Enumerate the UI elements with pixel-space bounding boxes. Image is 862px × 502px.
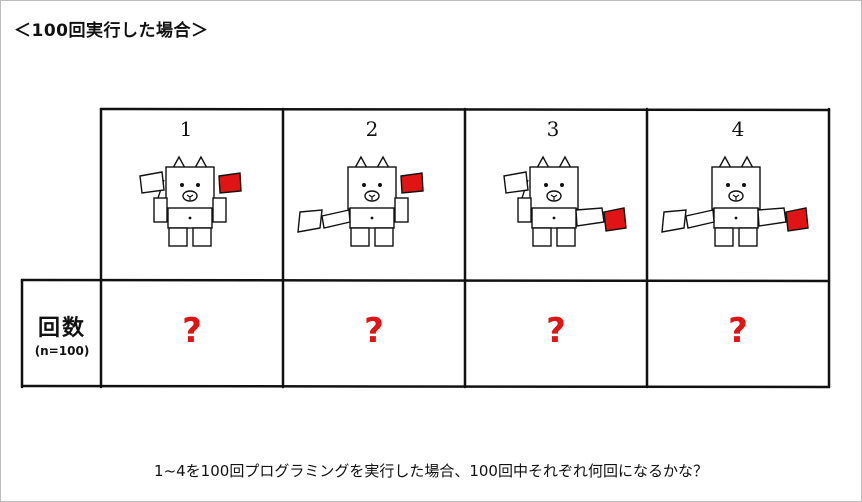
body-dot	[553, 217, 556, 220]
flag-white	[140, 172, 164, 193]
leg-left	[715, 228, 733, 246]
flag-red	[786, 208, 808, 231]
robot-figure-4	[662, 157, 808, 246]
flag-white	[662, 210, 686, 232]
eye-left	[544, 183, 548, 187]
body-dot	[735, 217, 738, 220]
eye-left	[362, 183, 366, 187]
eye-right	[742, 183, 746, 187]
arm-right	[576, 208, 604, 226]
robot-figure-3	[504, 157, 626, 246]
row-label-sub: (n=100)	[35, 344, 90, 358]
flag-red	[604, 208, 626, 231]
flag-white	[298, 210, 322, 232]
leg-right	[739, 228, 757, 246]
arm-left	[686, 210, 714, 228]
question-text: 1~4を100回プログラミングを実行した場合、100回中それぞれ何回になるかな？	[0, 460, 862, 481]
answer-cell-1: ?	[162, 311, 222, 351]
grid-line	[22, 280, 829, 281]
arm-left	[322, 210, 350, 228]
leg-left	[169, 228, 187, 246]
grid-line	[22, 386, 829, 387]
robot-head	[712, 167, 760, 209]
eye-right	[560, 183, 564, 187]
arm-left	[518, 198, 531, 222]
leg-left	[533, 228, 551, 246]
arm-right	[213, 198, 226, 222]
body-dot	[189, 217, 192, 220]
arm-right	[758, 208, 786, 226]
row-label-main: 回数	[38, 310, 86, 342]
eye-right	[196, 183, 200, 187]
eye-left	[180, 183, 184, 187]
column-number-2: 2	[352, 117, 392, 141]
flag-red	[401, 173, 423, 193]
answer-cell-3: ?	[526, 311, 586, 351]
column-number-4: 4	[718, 117, 758, 141]
robot-head	[348, 167, 396, 209]
leg-right	[557, 228, 575, 246]
row-label: 回数 (n=100)	[22, 282, 102, 386]
robot-figure-2	[298, 157, 423, 246]
body-dot	[371, 217, 374, 220]
robot-head	[166, 167, 214, 209]
robot-figure-1	[140, 157, 241, 246]
answer-cell-4: ?	[708, 311, 768, 351]
eye-left	[726, 183, 730, 187]
leg-right	[193, 228, 211, 246]
flag-white	[504, 172, 528, 193]
column-number-1: 1	[166, 117, 206, 141]
leg-right	[375, 228, 393, 246]
leg-left	[351, 228, 369, 246]
flag-red	[219, 173, 241, 193]
eye-right	[378, 183, 382, 187]
robot-head	[530, 167, 578, 209]
answer-cell-2: ?	[344, 311, 404, 351]
arm-left	[154, 198, 167, 222]
arm-right	[395, 198, 408, 222]
column-number-3: 3	[533, 117, 573, 141]
